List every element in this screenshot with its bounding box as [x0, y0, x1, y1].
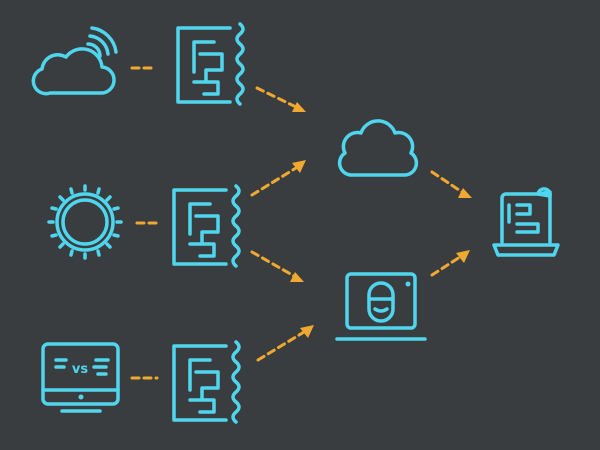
laptop-icon: [335, 272, 427, 341]
arrow-head: [290, 272, 304, 282]
monitor-label: vs: [72, 362, 88, 377]
gear-icon: [47, 184, 123, 260]
circuit-board-icon: [176, 22, 245, 106]
document-icon: [492, 187, 560, 257]
circuit-board-icon: [172, 340, 241, 424]
arrow-connectors: [250, 86, 472, 362]
arrow-head: [458, 188, 472, 198]
arrow-head: [292, 160, 306, 173]
arrow-line: [250, 166, 298, 197]
arrow-line: [250, 250, 296, 278]
circuit-board-icon: [172, 184, 241, 268]
cloud-wifi-icon: [31, 26, 118, 96]
arrow-line: [255, 86, 298, 109]
arrow-line: [256, 330, 306, 362]
monitor-icon: vs: [41, 342, 120, 413]
cloud-icon: [337, 119, 419, 177]
arrow-line: [430, 255, 462, 277]
arrow-head: [292, 102, 306, 112]
arrow-head: [300, 325, 314, 338]
arrow-head: [456, 250, 470, 263]
arrow-line: [430, 170, 464, 194]
